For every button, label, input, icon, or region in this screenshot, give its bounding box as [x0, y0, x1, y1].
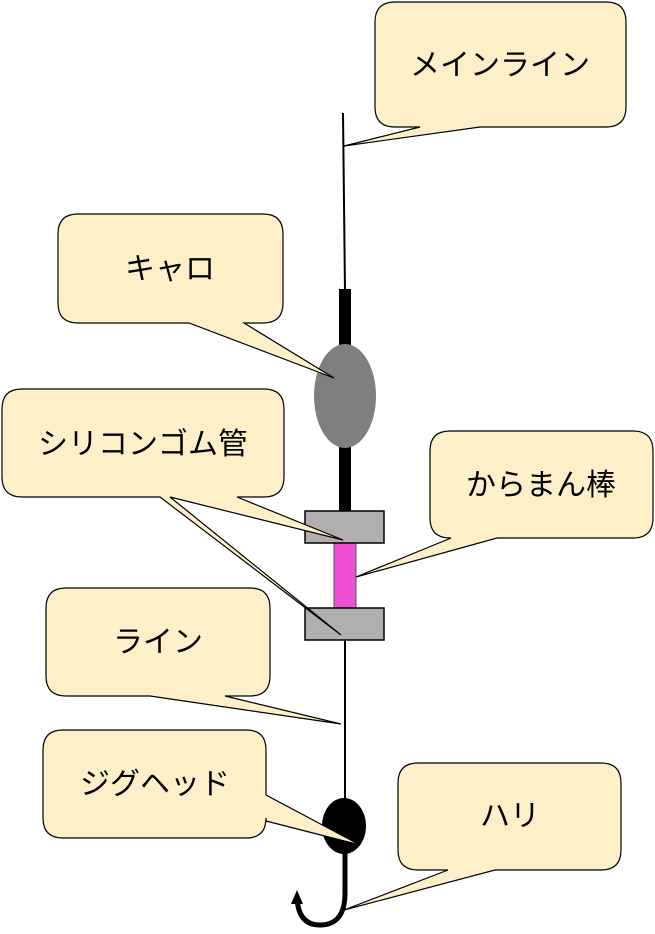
- line-label: ライン: [113, 625, 203, 660]
- callout-karaman-rod: からまん棒: [355, 430, 654, 578]
- callout-main-line: メインライン: [343, 1, 627, 147]
- main-line: [342, 112, 346, 293]
- hook-label: ハリ: [480, 799, 540, 834]
- callout-silicone-tube: シリコンゴム管: [1, 388, 344, 636]
- hook-shape: [294, 827, 348, 928]
- silicone-tube-lower: [304, 607, 385, 641]
- main-line-label: メインライン: [410, 48, 590, 83]
- jig-head-shape: [322, 798, 366, 854]
- jig-head-label: ジグヘッド: [80, 767, 230, 802]
- silicone-tube-upper: [304, 510, 385, 544]
- karaman-rod-shape: [333, 539, 357, 611]
- hook-barb: [291, 890, 303, 904]
- callout-hook: ハリ: [343, 762, 622, 911]
- silicone-tube-label: シリコンゴム管: [38, 427, 248, 462]
- sinker-label: キャロ: [125, 252, 215, 287]
- karaman-rod-label: からまん棒: [466, 468, 616, 503]
- callout-line: ライン: [45, 587, 342, 725]
- callout-sinker: キャロ: [57, 213, 335, 379]
- sinker-shape: [314, 344, 376, 448]
- callout-jig-head: ジグヘッド: [42, 729, 361, 846]
